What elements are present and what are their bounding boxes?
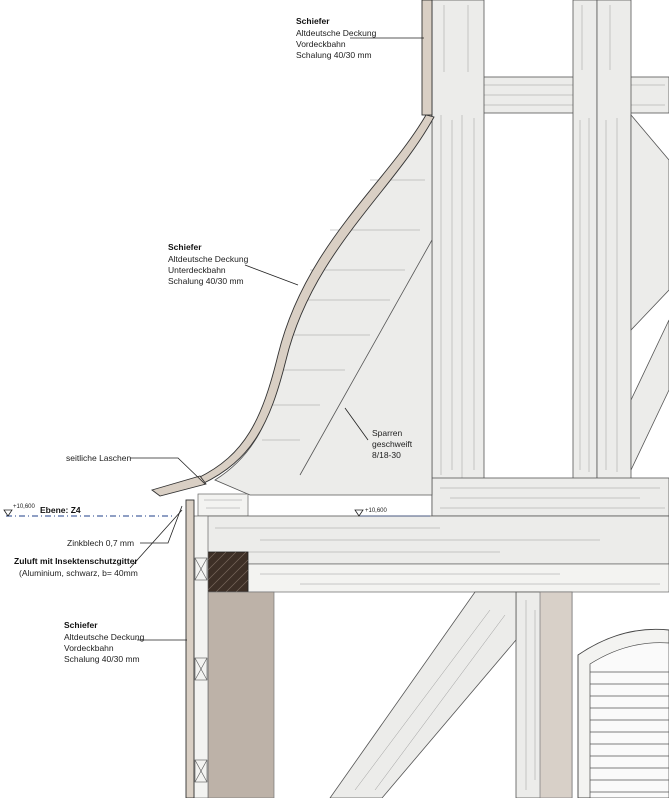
label-bottom-line2: Vordeckbahn [64, 643, 114, 653]
label-middle-title: Schiefer [168, 242, 202, 252]
label-bottom-title: Schiefer [64, 620, 98, 630]
label-laschen: seitliche Laschen [66, 453, 131, 463]
timber-frame [429, 0, 669, 517]
label-middle-line1: Altdeutsche Deckung [168, 254, 249, 264]
label-bottom-slate: Schiefer Altdeutsche Deckung Vordeckbahn… [64, 620, 145, 664]
post-left [431, 0, 485, 516]
label-middle-line2: Unterdeckbahn [168, 265, 226, 275]
masonry-column [207, 591, 275, 798]
label-sparren: Sparren geschweift 8/18-30 [372, 428, 413, 460]
eaves-block [197, 493, 249, 517]
battens-x [194, 557, 208, 783]
label-sparren-line3: 8/18-30 [372, 450, 401, 460]
label-sparren-line1: Sparren [372, 428, 403, 438]
label-zuluft-sub: (Aluminium, schwarz, b= 40mm [19, 568, 138, 578]
level-marker-right [354, 509, 364, 517]
label-top-slate: Schiefer Altdeutsche Deckung Vordeckbahn… [296, 16, 377, 60]
label-zinkblech: Zinkblech 0,7 mm [67, 538, 134, 548]
slate-wall-upper [421, 0, 433, 116]
diagonal-brace-right [630, 113, 669, 332]
lower-post-infill [539, 591, 573, 798]
sill-plate [431, 477, 669, 517]
label-top-line3: Schalung 40/30 mm [296, 50, 372, 60]
shutter-window [577, 628, 669, 798]
beam-end-hatch [207, 551, 249, 593]
diagonal-brace-right-lower [630, 319, 669, 471]
label-top-line1: Altdeutsche Deckung [296, 28, 377, 38]
leader-lines [129, 37, 424, 641]
label-middle-slate: Schiefer Altdeutsche Deckung Unterdeckba… [168, 242, 249, 286]
label-top-line2: Vordeckbahn [296, 39, 346, 49]
slate-wall-lower [185, 499, 195, 798]
level-tag-right: +10,600 [365, 508, 388, 514]
floor-beam-lower [247, 563, 669, 593]
label-bottom-line1: Altdeutsche Deckung [64, 632, 145, 642]
label-sparren-line2: geschweift [372, 439, 413, 449]
label-top-title: Schiefer [296, 16, 330, 26]
eaves-drip-edge [151, 475, 207, 497]
post-middle [572, 0, 598, 516]
level-name: Ebene: Z4 [40, 505, 81, 515]
level-marker-left [3, 509, 13, 517]
level-tag-left: +10,600 [13, 504, 36, 510]
label-bottom-line3: Schalung 40/30 mm [64, 654, 140, 664]
diagonal-brace-lower [329, 591, 517, 798]
post-right [596, 0, 632, 516]
label-zuluft-title: Zuluft mit Insektenschutzgitter [14, 556, 138, 566]
label-middle-line3: Schalung 40/30 mm [168, 276, 244, 286]
